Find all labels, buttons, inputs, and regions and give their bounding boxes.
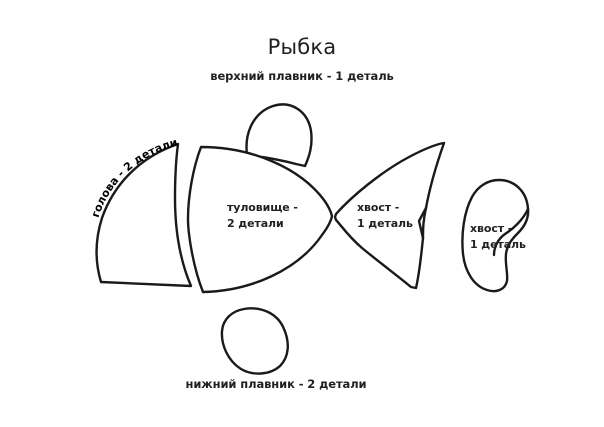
piece-bottom-fin[interactable] [220, 307, 289, 375]
page-title: Рыбка [268, 35, 337, 59]
piece-tail-small[interactable] [461, 178, 530, 293]
tail-small-notch [492, 207, 530, 257]
piece-body[interactable] [186, 145, 334, 294]
label-bottom-fin: нижний плавник - 2 детали [185, 377, 366, 391]
piece-tail[interactable] [333, 141, 446, 290]
label-tail-line1: хвост - [357, 201, 399, 214]
label-body-line1: туловище - [227, 201, 298, 214]
piece-head[interactable] [95, 142, 193, 288]
label-body-line2: 2 детали [227, 217, 284, 230]
piece-top-fin[interactable] [245, 103, 313, 168]
label-tail-small-line1: хвост - [470, 222, 512, 235]
label-tail-small-line2: 1 деталь [470, 238, 526, 251]
tail-notch [417, 206, 428, 240]
label-tail-line2: 1 деталь [357, 217, 413, 230]
label-top-fin: верхний плавник - 1 деталь [210, 69, 393, 83]
